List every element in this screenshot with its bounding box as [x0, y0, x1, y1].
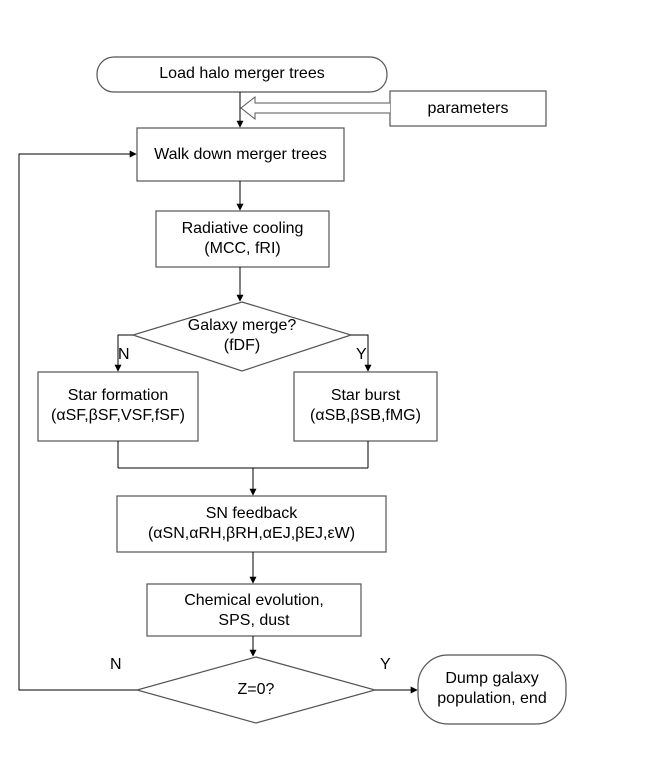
node-chem-shape: [146, 583, 362, 637]
node-merge-line1: Galaxy merge?: [187, 317, 297, 334]
edge-label-merge-no: N: [118, 346, 130, 363]
edge-z0-loop: [18, 150, 137, 691]
node-walk-label: Walk down merger trees: [154, 146, 327, 163]
node-sn-shape: [116, 495, 387, 553]
node-sn-label: SN feedback (αSN,αRH,βRH,αEJ,βEJ,εW): [117, 504, 386, 544]
node-chem-line2: SPS, dust: [218, 612, 290, 629]
node-chem-label: Chemical evolution, SPS, dust: [147, 591, 361, 631]
node-cooling-shape: [155, 210, 330, 268]
node-dump-shape: [417, 654, 567, 725]
node-params-label: parameters: [427, 100, 509, 117]
node-merge-shape: [131, 301, 353, 372]
edge-merge-starform: [114, 334, 133, 372]
node-cooling-line1: Radiative cooling: [181, 220, 304, 237]
node-starburst-label: Star burst (αSB,βSB,fMG): [294, 386, 437, 426]
node-load-label: Load halo merger trees: [159, 65, 325, 82]
node-load-shape: [96, 56, 388, 93]
node-sn-line1: SN feedback: [205, 505, 298, 522]
node-cooling-line2: (M​CC, fRI): [204, 240, 281, 257]
node-starburst-shape: [293, 371, 438, 442]
node-chem-line1: Chemical evolution,: [184, 592, 324, 609]
edge-merge-starburst: [351, 334, 372, 372]
node-starform-line2: (αSF,βSF,VSF,fSF): [50, 407, 186, 424]
edge-label-z0-no: N: [110, 656, 122, 673]
node-cooling-label: Radiative cooling (M​CC, fRI): [156, 219, 329, 259]
node-sn-line2: (αSN,αRH,βRH,αEJ,βEJ,εW): [147, 525, 356, 542]
node-starburst-line1: Star burst: [330, 387, 401, 404]
edge-label-z0-yes: Y: [380, 656, 391, 673]
node-merge-line2: (fDF): [223, 337, 261, 354]
node-merge-label: Galaxy merge? (fDF): [133, 316, 351, 356]
node-starform-line1: Star formation: [67, 387, 169, 404]
node-dump-line2: population, end: [437, 690, 547, 707]
node-starform-label: Star formation (αSF,βSF,VSF,fSF): [38, 386, 198, 426]
edge-params-arrow: [240, 95, 390, 121]
node-dump-line1: Dump galaxy: [445, 670, 539, 687]
node-z0-shape: [134, 656, 378, 724]
node-dump-label: Dump galaxy population, end: [418, 669, 566, 709]
edge-label-merge-yes: Y: [356, 346, 367, 363]
node-starburst-line2: (αSB,βSB,fMG): [310, 407, 421, 424]
node-z0-label: Z=0?: [237, 681, 275, 698]
